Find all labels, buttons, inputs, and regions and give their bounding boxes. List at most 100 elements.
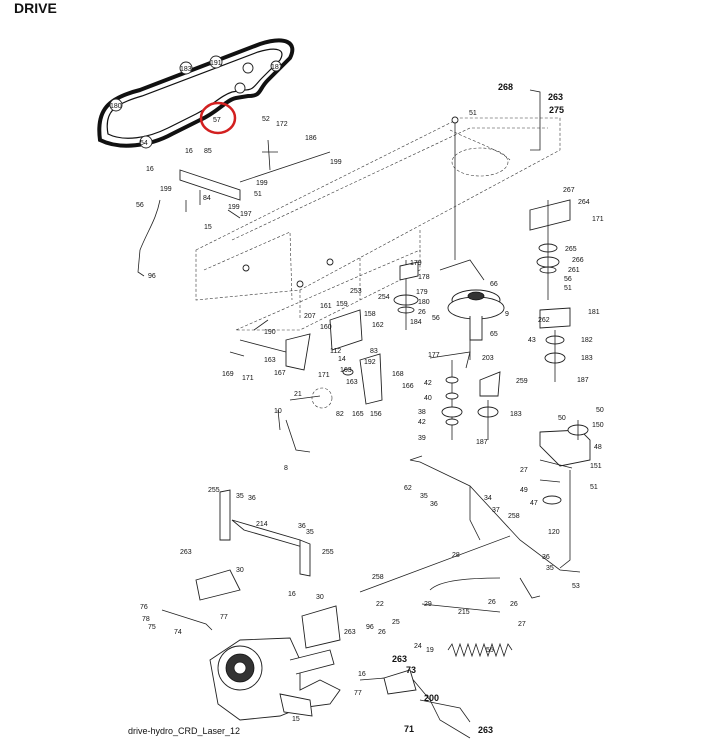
label-161: 161 xyxy=(320,303,332,310)
label-50b: 50 xyxy=(596,407,604,414)
transaxle xyxy=(161,605,471,739)
label-35d: 35 xyxy=(546,565,554,572)
label-275: 275 xyxy=(549,105,564,115)
label-179: 179 xyxy=(410,260,422,267)
label-43: 43 xyxy=(528,337,536,344)
belt-label-183: 183 xyxy=(180,66,192,73)
label-199c: 199 xyxy=(256,180,268,187)
label-27: 27 xyxy=(520,467,528,474)
label-65: 65 xyxy=(490,331,498,338)
right-idler-assembly xyxy=(529,199,571,382)
label-10: 10 xyxy=(274,408,282,415)
label-29: 29 xyxy=(424,601,432,608)
label-48: 48 xyxy=(594,444,602,451)
label-71: 71 xyxy=(404,724,414,734)
label-56: 56 xyxy=(136,202,144,209)
belt-label-191: 191 xyxy=(210,60,222,67)
label-47: 47 xyxy=(530,500,538,507)
label-37: 37 xyxy=(492,507,500,514)
label-83: 83 xyxy=(370,348,378,355)
label-96: 96 xyxy=(148,273,156,280)
label-50: 50 xyxy=(558,415,566,422)
left-mid-brackets xyxy=(229,309,383,453)
label-263d: 263 xyxy=(392,654,407,664)
right-steering-bracket xyxy=(539,420,591,569)
label-158: 158 xyxy=(364,311,376,318)
label-30b: 30 xyxy=(316,594,324,601)
label-77b: 77 xyxy=(354,690,362,697)
label-187b: 187 xyxy=(476,439,488,446)
label-55: 55 xyxy=(486,647,494,654)
label-253: 253 xyxy=(350,288,362,295)
label-200: 200 xyxy=(424,693,439,703)
label-199b: 199 xyxy=(160,186,172,193)
label-166: 166 xyxy=(402,383,414,390)
label-16: 16 xyxy=(185,148,193,155)
belt-label-180: 180 xyxy=(110,103,122,110)
label-263: 263 xyxy=(548,92,563,102)
spring-55 xyxy=(447,642,513,658)
label-167: 167 xyxy=(274,370,286,377)
label-178: 178 xyxy=(418,274,430,281)
label-171c: 171 xyxy=(242,375,254,382)
label-52: 52 xyxy=(262,116,270,123)
label-151: 151 xyxy=(590,463,602,470)
label-258b: 258 xyxy=(372,574,384,581)
belt-label-187: 187 xyxy=(271,64,283,71)
highlight-circle xyxy=(199,101,237,135)
label-15: 15 xyxy=(204,224,212,231)
label-35c: 35 xyxy=(306,529,314,536)
label-26c: 26 xyxy=(510,601,518,608)
label-183: 183 xyxy=(581,355,593,362)
part-labels: 268 263 275 51 52 172 186 199 16 85 16 1… xyxy=(136,82,604,735)
label-171b: 171 xyxy=(318,372,330,379)
label-75: 75 xyxy=(148,624,156,631)
label-263e: 263 xyxy=(478,725,493,735)
label-66: 66 xyxy=(490,281,498,288)
label-181: 181 xyxy=(588,309,600,316)
label-49: 49 xyxy=(520,487,528,494)
label-267: 267 xyxy=(563,187,575,194)
label-165: 165 xyxy=(352,411,364,418)
label-51d: 51 xyxy=(590,484,598,491)
label-192: 192 xyxy=(364,359,376,366)
label-168: 168 xyxy=(392,371,404,378)
label-16c: 16 xyxy=(288,591,296,598)
label-187: 187 xyxy=(577,377,589,384)
mid-shaft-stack xyxy=(429,351,501,440)
label-78: 78 xyxy=(142,616,150,623)
label-16b: 16 xyxy=(146,166,154,173)
lower-linkages xyxy=(195,455,581,613)
label-254: 254 xyxy=(378,294,390,301)
label-22: 22 xyxy=(376,601,384,608)
label-163: 163 xyxy=(340,367,352,374)
label-159: 159 xyxy=(336,301,348,308)
label-56b: 56 xyxy=(564,276,572,283)
page-title: DRIVE xyxy=(14,0,57,16)
label-268: 268 xyxy=(498,82,513,92)
label-8: 8 xyxy=(284,465,288,472)
label-24: 24 xyxy=(414,643,422,650)
label-27b: 27 xyxy=(518,621,526,628)
label-82: 82 xyxy=(336,411,344,418)
label-16d: 16 xyxy=(358,671,366,678)
label-207: 207 xyxy=(304,313,316,320)
center-pulley xyxy=(393,259,505,360)
label-40: 40 xyxy=(424,395,432,402)
label-215: 215 xyxy=(458,609,470,616)
label-199: 199 xyxy=(330,159,342,166)
label-112: 112 xyxy=(330,348,341,355)
label-160: 160 xyxy=(320,324,332,331)
label-74: 74 xyxy=(174,629,182,636)
label-172: 172 xyxy=(276,121,288,128)
label-84: 84 xyxy=(203,195,211,202)
label-199d: 199 xyxy=(228,204,240,211)
label-266: 266 xyxy=(572,257,584,264)
label-120: 120 xyxy=(548,529,560,536)
label-162: 162 xyxy=(372,322,384,329)
label-19: 19 xyxy=(426,647,434,654)
label-261: 261 xyxy=(568,267,580,274)
drive-belt: 180 183 191 187 54 57 xyxy=(97,38,295,149)
label-51b: 51 xyxy=(254,191,262,198)
